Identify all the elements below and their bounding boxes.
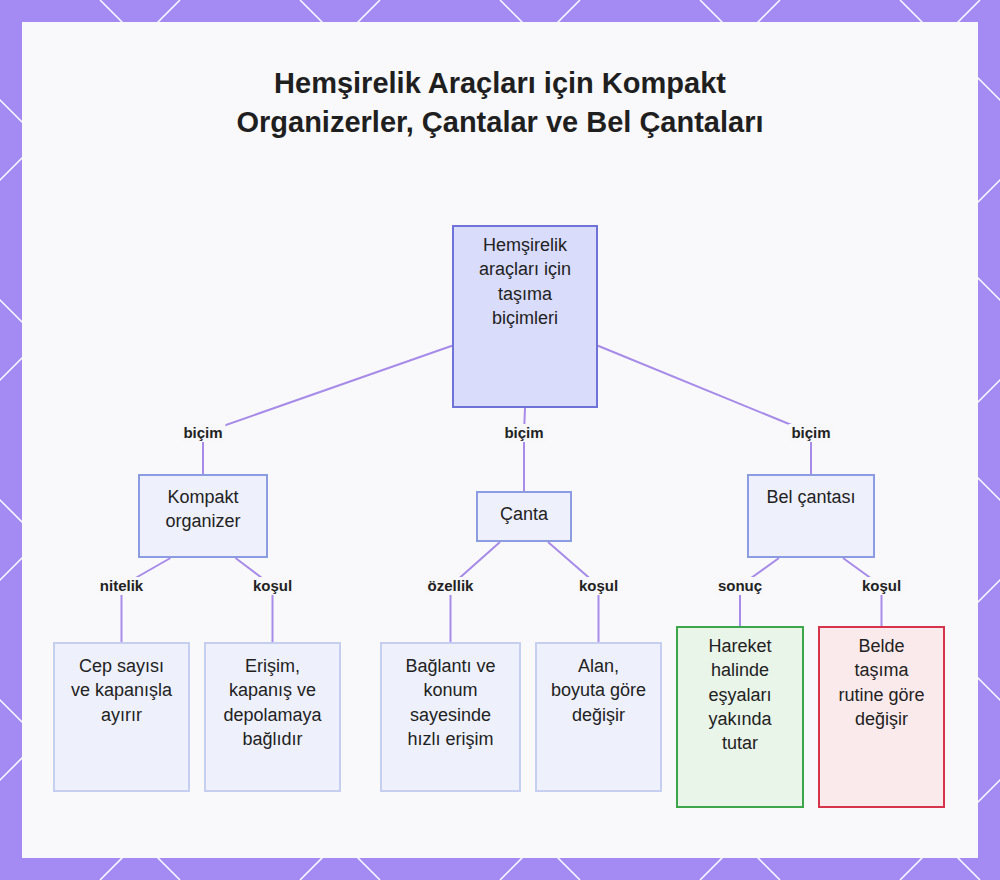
connector (122, 558, 171, 642)
edge-label: özellik (425, 577, 477, 595)
root-box: Hemşirelik araçları için taşıma biçimler… (452, 225, 598, 408)
node-text: Alan, boyuta göre değişir (549, 654, 648, 727)
panel-background (22, 22, 978, 858)
node-text: Cep sayısı ve kapanışla ayırır (67, 654, 176, 727)
detail-box: Erişim, kapanış ve depolamaya bağlıdır (204, 642, 341, 792)
diagram-title: Hemşirelik Araçları için Kompakt Organiz… (230, 64, 770, 143)
condition-box: Belde taşıma rutine göre değişir (818, 626, 945, 808)
edge-label: koşul (250, 577, 295, 595)
edge-label: koşul (576, 577, 621, 595)
category-box: Kompakt organizer (138, 474, 268, 558)
connector (524, 408, 525, 491)
connector (236, 558, 273, 642)
connector (598, 346, 811, 474)
edge-label: biçim (788, 424, 833, 442)
node-text: Bağlantı ve konum sayesinde hızlı erişim (394, 654, 507, 751)
node-text: Erişim, kapanış ve depolamaya bağlıdır (218, 654, 327, 751)
edge-label: koşul (859, 577, 904, 595)
node-text: Kompakt organizer (152, 485, 254, 534)
connector (203, 346, 452, 474)
detail-box: Cep sayısı ve kapanışla ayırır (53, 642, 190, 792)
edge-label: biçim (501, 424, 546, 442)
node-text: Hareket halinde eşyaları yakında tutar (690, 634, 790, 755)
result-box: Hareket halinde eşyaları yakında tutar (676, 626, 804, 808)
edge-label: sonuç (715, 577, 765, 595)
edge-label: nitelik (97, 577, 146, 595)
node-text: Belde taşıma rutine göre değişir (832, 634, 931, 731)
detail-box: Bağlantı ve konum sayesinde hızlı erişim (380, 642, 521, 792)
detail-box: Alan, boyuta göre değişir (535, 642, 662, 792)
category-box: Bel çantası (747, 474, 875, 558)
node-text: Çanta (490, 502, 558, 526)
category-box: Çanta (476, 491, 572, 542)
node-text: Bel çantası (761, 485, 861, 509)
node-text: Hemşirelik araçları için taşıma biçimler… (466, 233, 584, 330)
edge-label: biçim (180, 424, 225, 442)
